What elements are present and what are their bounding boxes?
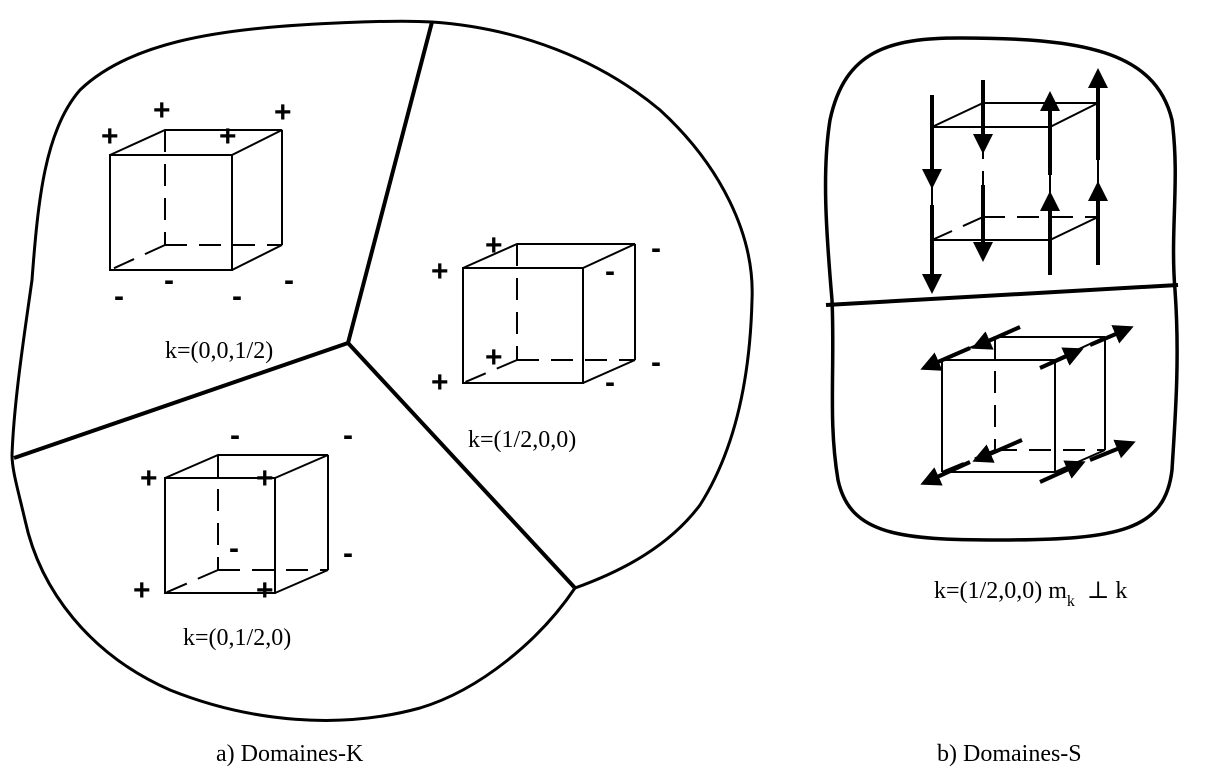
- grain-outline: [10, 19, 754, 722]
- grain-outline-b: [823, 36, 1179, 542]
- caption-a: a) Domaines-K: [216, 741, 364, 767]
- svg-text:-: -: [605, 255, 615, 288]
- domain-wall-top: [346, 21, 434, 344]
- label-k-1-2-00: k=(1/2,0,0): [468, 427, 576, 453]
- svg-text:+: +: [153, 94, 171, 127]
- svg-text:-: -: [230, 419, 240, 452]
- domain-wall-right: [346, 341, 577, 590]
- cube-lower-moments: [941, 336, 1106, 473]
- label-k-0-1-20: k=(0,1/2,0): [183, 625, 291, 651]
- svg-text:-: -: [232, 280, 242, 313]
- svg-text:-: -: [651, 232, 661, 265]
- svg-text:-: -: [164, 264, 174, 297]
- s-domains-panel: k=(1/2,0,0) mk ⊥ k b) Domaines-S: [823, 36, 1179, 767]
- cube-top-domain: [109, 129, 283, 271]
- k-domains-panel: + + + + - - - - k=(0,0,1/2) + + + + - -: [10, 19, 754, 767]
- cube-right-domain: [462, 243, 636, 384]
- svg-text:-: -: [114, 280, 124, 313]
- spin-arrows-lower: [920, 325, 1136, 486]
- label-k-001-2: k=(0,0,1/2): [165, 338, 273, 364]
- cube-top-signs: + + + + - - - -: [101, 94, 294, 313]
- cube-bottom-domain: [164, 454, 329, 594]
- svg-text:+: +: [431, 255, 449, 288]
- svg-text:+: +: [256, 574, 274, 607]
- caption-b: b) Domaines-S: [937, 741, 1082, 767]
- svg-text:+: +: [485, 229, 503, 262]
- label-k-mk-perp: k=(1/2,0,0) mk ⊥ k: [934, 578, 1127, 610]
- svg-text:-: -: [343, 537, 353, 570]
- svg-text:-: -: [229, 532, 239, 565]
- svg-text:+: +: [219, 120, 237, 153]
- svg-text:-: -: [284, 264, 294, 297]
- spin-arrows-upper: [922, 68, 1108, 294]
- svg-text:+: +: [431, 366, 449, 399]
- cube-upper-moments: [931, 102, 1099, 241]
- svg-text:+: +: [140, 462, 158, 495]
- svg-text:+: +: [256, 462, 274, 495]
- perp-k-text: ⊥ k: [1087, 578, 1128, 604]
- svg-text:+: +: [101, 120, 119, 153]
- k-subscript: k: [1067, 593, 1075, 610]
- svg-text:-: -: [605, 366, 615, 399]
- svg-text:-: -: [343, 419, 353, 452]
- svg-text:+: +: [485, 341, 503, 374]
- k-value-text: k=(1/2,0,0) m: [934, 578, 1067, 604]
- cube-bottom-signs: + + + + - - - -: [133, 419, 353, 607]
- svg-text:+: +: [133, 574, 151, 607]
- svg-text:-: -: [651, 346, 661, 379]
- domain-wall-b: [825, 283, 1179, 307]
- domain-wall-left: [13, 341, 349, 460]
- svg-text:+: +: [274, 96, 292, 129]
- cube-right-signs: + + + + - - - -: [431, 229, 661, 399]
